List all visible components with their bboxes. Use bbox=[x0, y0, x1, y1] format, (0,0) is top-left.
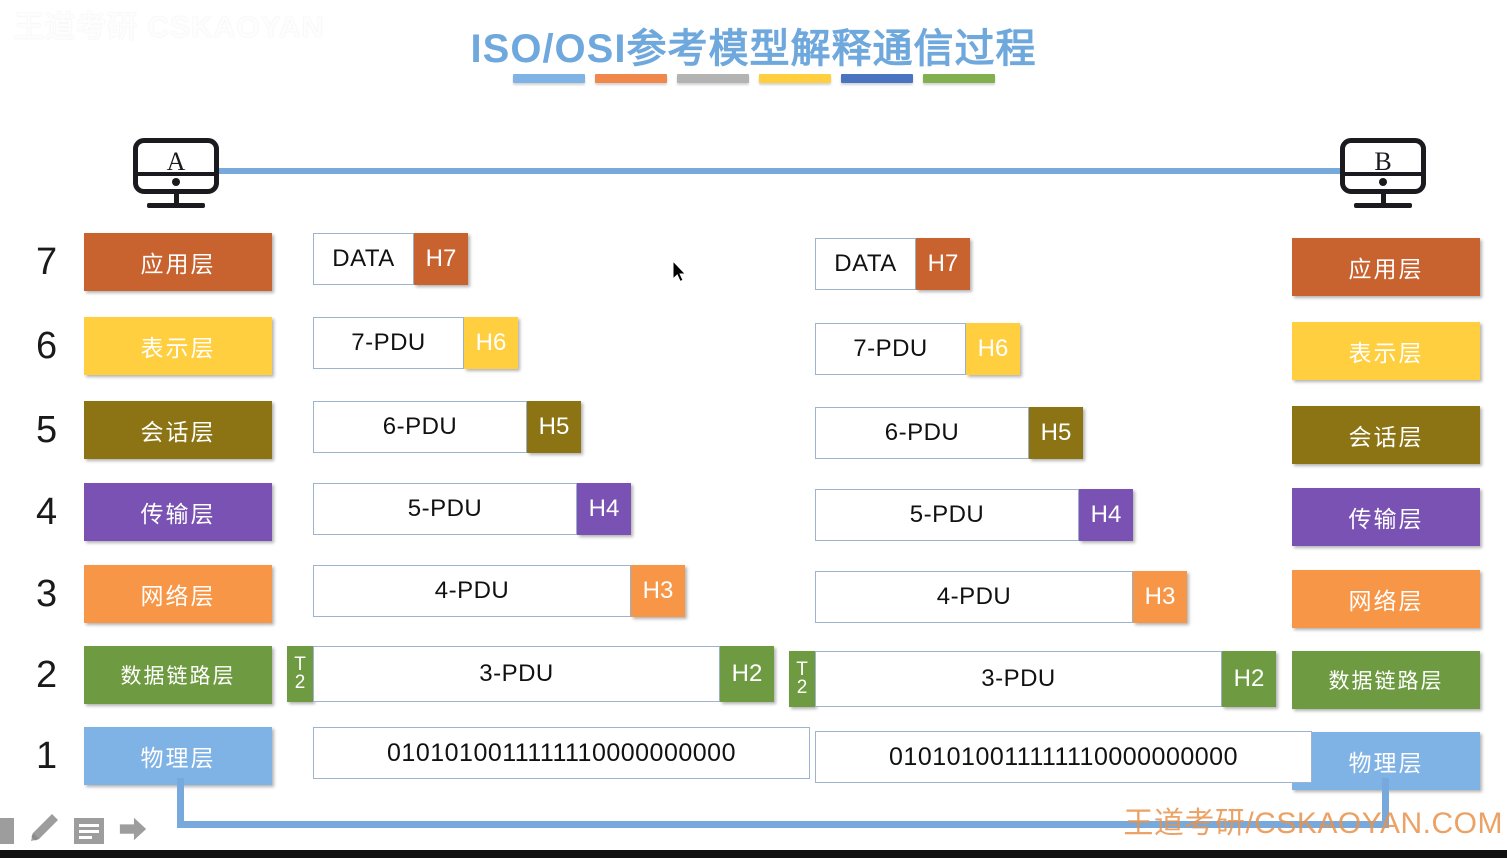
pdu-body-right-layer-2: 3-PDU bbox=[815, 651, 1222, 707]
host-a: A bbox=[133, 138, 219, 214]
pdu-body-left-layer-1: 0101010011111110000000000 bbox=[313, 727, 810, 779]
physical-link-left-down bbox=[177, 778, 184, 828]
pdu-header-left-layer-6: H6 bbox=[464, 317, 518, 369]
monitor-led bbox=[1379, 178, 1387, 186]
layer-box-left-7[interactable]: 应用层 bbox=[84, 233, 272, 291]
pdu-body-right-layer-7: DATA bbox=[815, 238, 916, 290]
pdu-body-right-layer-3: 4-PDU bbox=[815, 571, 1133, 623]
pdu-header-right-layer-3: H3 bbox=[1133, 571, 1187, 623]
layer-box-left-6[interactable]: 表示层 bbox=[84, 317, 272, 375]
pdu-header-right-layer-6: H6 bbox=[966, 323, 1020, 375]
pdu-header-left-layer-3: H3 bbox=[631, 565, 685, 617]
monitor-icon: A bbox=[133, 138, 219, 194]
layer-number-5: 5 bbox=[36, 409, 58, 451]
pdu-header-right-layer-2: H2 bbox=[1222, 651, 1276, 707]
host-b: B bbox=[1340, 138, 1426, 214]
layer-number-3: 3 bbox=[36, 573, 58, 615]
bottom-toolbar bbox=[0, 806, 1507, 858]
monitor-neck bbox=[173, 194, 179, 203]
toolbar-strip bbox=[0, 850, 1507, 858]
mouse-cursor bbox=[672, 260, 687, 283]
host-a-label: A bbox=[166, 147, 186, 176]
monitor-icon: B bbox=[1340, 138, 1426, 194]
layer-box-left-2[interactable]: 数据链路层 bbox=[84, 646, 272, 704]
pdu-body-left-layer-5: 6-PDU bbox=[313, 401, 527, 453]
monitor-divider bbox=[138, 172, 214, 176]
layer-box-left-1[interactable]: 物理层 bbox=[84, 727, 272, 785]
monitor-base bbox=[147, 203, 205, 208]
monitor-led bbox=[172, 178, 180, 186]
monitor-neck bbox=[1380, 194, 1386, 203]
layer-number-4: 4 bbox=[36, 491, 58, 533]
layer-box-left-3[interactable]: 网络层 bbox=[84, 565, 272, 623]
physical-link-right-down bbox=[1382, 778, 1389, 828]
pdu-header-right-layer-4: H4 bbox=[1079, 489, 1133, 541]
pdu-body-left-layer-3: 4-PDU bbox=[313, 565, 631, 617]
pdu-body-right-layer-1: 0101010011111110000000000 bbox=[815, 731, 1312, 783]
title-bar-4 bbox=[758, 74, 831, 83]
layer-box-right-5[interactable]: 会话层 bbox=[1292, 406, 1480, 464]
pdu-header-left-layer-2: H2 bbox=[720, 646, 774, 702]
page-title: ISO/OSI参考模型解释通信过程 bbox=[470, 27, 1037, 71]
layer-number-1: 1 bbox=[36, 735, 58, 777]
pdu-body-right-layer-6: 7-PDU bbox=[815, 323, 966, 375]
monitor-divider bbox=[1345, 172, 1421, 176]
pdu-header-left-layer-5: H5 bbox=[527, 401, 581, 453]
title-bar-5 bbox=[840, 74, 913, 83]
monitor-base bbox=[1354, 203, 1412, 208]
pdu-body-left-layer-4: 5-PDU bbox=[313, 483, 577, 535]
physical-link-bottom bbox=[177, 821, 1389, 828]
layer-box-left-4[interactable]: 传输层 bbox=[84, 483, 272, 541]
pdu-header-right-layer-5: H5 bbox=[1029, 407, 1083, 459]
layer-box-right-4[interactable]: 传输层 bbox=[1292, 488, 1480, 546]
note-icon[interactable] bbox=[74, 818, 104, 844]
watermark-bottom-right: 王道考研/CSKAOYAN.COM bbox=[1123, 807, 1503, 840]
pdu-header-right-layer-7: H7 bbox=[916, 238, 970, 290]
layer-box-right-7[interactable]: 应用层 bbox=[1292, 238, 1480, 296]
pdu-header-left-layer-4: H4 bbox=[577, 483, 631, 535]
pdu-left-layer-1[interactable]: 0101010011111110000000000 bbox=[313, 727, 810, 779]
layer-box-right-6[interactable]: 表示层 bbox=[1292, 322, 1480, 380]
title-bar-3 bbox=[676, 74, 749, 83]
title-bar-6 bbox=[922, 74, 995, 83]
layer-box-right-2[interactable]: 数据链路层 bbox=[1292, 651, 1480, 709]
pdu-body-left-layer-7: DATA bbox=[313, 233, 414, 285]
layer-number-6: 6 bbox=[36, 325, 58, 367]
next-arrow-icon[interactable] bbox=[118, 814, 148, 844]
layer-number-2: 2 bbox=[36, 654, 58, 696]
host-link-line bbox=[219, 168, 1340, 174]
host-b-label: B bbox=[1374, 147, 1392, 176]
pencil-icon[interactable] bbox=[28, 812, 60, 844]
pdu-body-left-layer-2: 3-PDU bbox=[313, 646, 720, 702]
title-bar-2 bbox=[594, 74, 667, 83]
pdu-header-left-layer-7: H7 bbox=[414, 233, 468, 285]
stop-icon[interactable] bbox=[0, 818, 14, 844]
title-bar-1 bbox=[512, 74, 585, 83]
pdu-body-left-layer-6: 7-PDU bbox=[313, 317, 464, 369]
layer-box-right-3[interactable]: 网络层 bbox=[1292, 570, 1480, 628]
pdu-right-layer-1[interactable]: 0101010011111110000000000 bbox=[815, 731, 1312, 783]
pdu-body-right-layer-4: 5-PDU bbox=[815, 489, 1079, 541]
layer-box-left-5[interactable]: 会话层 bbox=[84, 401, 272, 459]
pdu-body-right-layer-5: 6-PDU bbox=[815, 407, 1029, 459]
title-accent-bars bbox=[512, 74, 995, 83]
layer-number-7: 7 bbox=[36, 241, 58, 283]
